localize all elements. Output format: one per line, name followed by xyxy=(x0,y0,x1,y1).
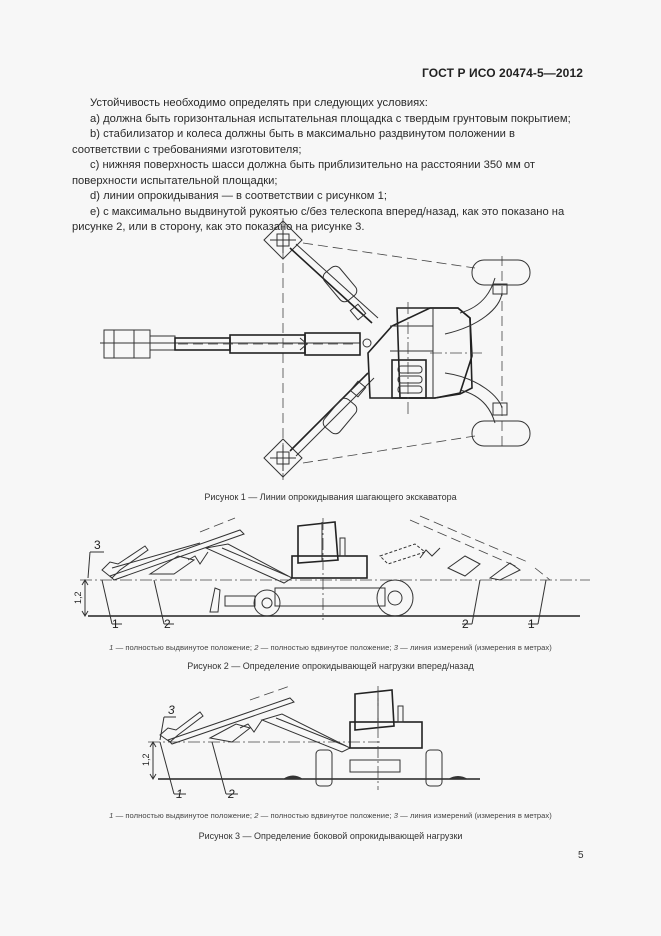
item-marker: a) xyxy=(90,112,100,125)
legend-value-1: — полностью выдвинутое положение; xyxy=(115,643,253,652)
condition-a: a) должна быть горизонтальная испытатель… xyxy=(72,112,584,128)
condition-b: b) стабилизатор и колеса должны быть в м… xyxy=(72,127,584,158)
legend-key-3: 3 xyxy=(393,811,398,820)
legend-key-3: 3 xyxy=(393,643,398,652)
item-text: стабилизатор и колеса должны быть в макс… xyxy=(72,128,515,156)
label-1-left: 1 xyxy=(112,617,119,631)
excavator-top-view-icon xyxy=(100,218,531,480)
item-marker: d) xyxy=(90,190,100,202)
label-2-right: 2 xyxy=(462,617,469,631)
label-2: 2 xyxy=(227,787,235,801)
item-marker: b) xyxy=(90,128,100,140)
item-text: линии опрокидывания — в соответствии с р… xyxy=(103,190,387,202)
excavator-lateral-view-icon: 1,2 3 1 2 xyxy=(141,685,480,801)
legend-value-2: — полностью вдвинутое положение; xyxy=(260,811,392,820)
legend-key-2: 2 xyxy=(254,643,259,652)
dimension-label: 1,2 xyxy=(73,591,83,604)
item-marker: c) xyxy=(90,159,100,171)
page-number: 5 xyxy=(578,850,584,861)
intro-paragraph: Устойчивость необходимо определять при с… xyxy=(90,97,428,109)
item-marker: e) xyxy=(90,205,100,218)
legend-value-2: — полностью вдвинутое положение; xyxy=(260,643,392,652)
legend-value-3: — линия измерений (измерения в метрах) xyxy=(400,811,552,820)
excavator-side-view-icon: 1,2 3 1 2 xyxy=(73,515,590,631)
label-1-right: 1 xyxy=(528,617,535,631)
legend-value-1: — полностью выдвинутое положение; xyxy=(115,811,253,820)
label-3: 3 xyxy=(168,703,175,717)
figure-1-drawing xyxy=(100,218,560,480)
dimension-label: 1,2 xyxy=(141,753,151,766)
label-1: 1 xyxy=(176,787,183,801)
figure-3-legend: 1 — полностью выдвинутое положение; 2 — … xyxy=(0,811,661,820)
condition-d: d) линии опрокидывания — в соответствии … xyxy=(72,189,584,205)
label-2-left: 2 xyxy=(164,617,171,631)
legend-key-1: 1 xyxy=(109,643,114,652)
legend-key-1: 1 xyxy=(109,811,114,820)
figure-1-caption: Рисунок 1 — Линии опрокидывания шагающег… xyxy=(204,492,457,502)
legend-key-2: 2 xyxy=(254,811,259,820)
figure-2-drawing: 1,2 3 1 2 xyxy=(70,508,590,636)
item-text: должна быть горизонтальная испытательная… xyxy=(103,112,571,125)
document-code-header: ГОСТ Р ИСО 20474-5—2012 xyxy=(421,66,583,80)
label-3: 3 xyxy=(94,538,101,552)
condition-c: c) нижняя поверхность шасси должна быть … xyxy=(72,158,584,189)
conditions-text: Устойчивость необходимо определять при с… xyxy=(72,96,584,236)
legend-value-3: — линия измерений (измерения в метрах) xyxy=(400,643,552,652)
figure-3-drawing: 1,2 3 1 2 xyxy=(140,680,490,802)
item-text: нижняя поверхность шасси должна быть при… xyxy=(72,159,535,187)
figure-2-caption: Рисунок 2 — Определение опрокидывающей н… xyxy=(187,661,474,671)
figure-3-caption: Рисунок 3 — Определение боковой опрокиды… xyxy=(198,831,463,841)
figure-2-legend: 1 — полностью выдвинутое положение; 2 — … xyxy=(0,643,661,652)
